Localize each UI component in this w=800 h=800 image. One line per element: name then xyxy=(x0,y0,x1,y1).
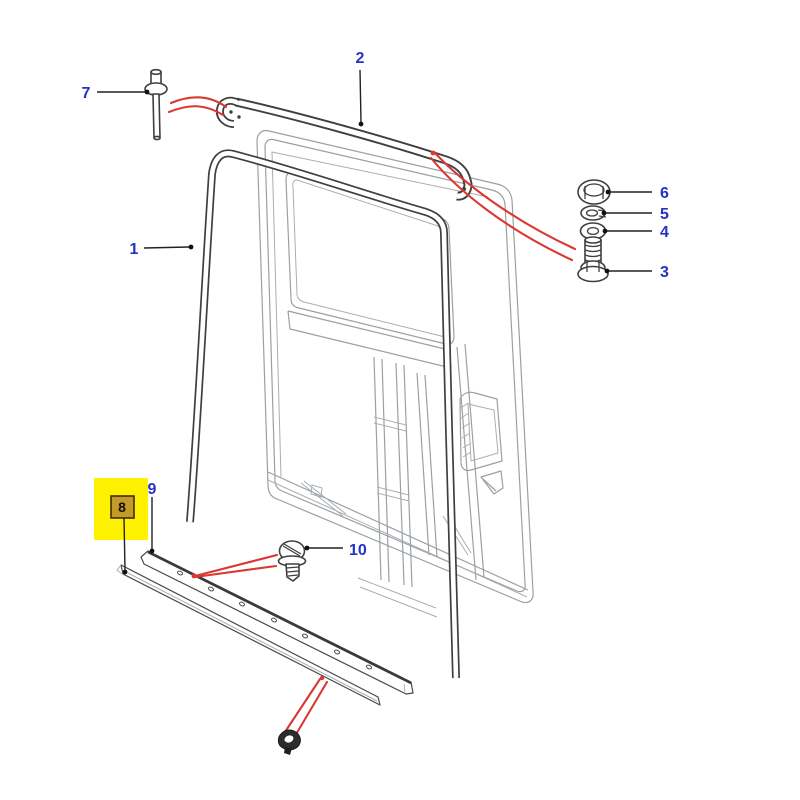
rail-mount-hole xyxy=(229,110,233,114)
highlight-swatch-box xyxy=(110,495,135,519)
callout-6-label[interactable]: 6 xyxy=(660,185,669,202)
red-pointer-lines xyxy=(167,96,577,262)
callout-4-label[interactable]: 4 xyxy=(660,224,669,241)
seal-channel-part-1 xyxy=(186,149,460,679)
callout-1-label[interactable]: 1 xyxy=(130,241,139,258)
red-pointer-lines-bottom xyxy=(191,553,329,738)
highlight-callout-8[interactable] xyxy=(94,478,148,540)
nut-part-6 xyxy=(577,179,611,205)
callout-2-label[interactable]: 2 xyxy=(356,50,365,67)
sill-strip-part-8 xyxy=(116,564,381,706)
door-pocket-flap xyxy=(459,391,504,495)
callout-3-label[interactable]: 3 xyxy=(660,264,669,281)
callout-7-label[interactable]: 7 xyxy=(82,85,91,102)
sill-strip-part-9 xyxy=(140,550,414,695)
callout-8-label[interactable]: 8 xyxy=(118,499,126,515)
retaining-clip xyxy=(277,729,301,755)
screw-part-10 xyxy=(277,540,307,582)
callout-labels: 1 2 3 4 5 6 7 8 9 10 xyxy=(82,50,669,559)
leader-lines xyxy=(97,69,652,575)
top-rail-part-2 xyxy=(215,96,473,201)
bolt-part-3 xyxy=(577,236,609,283)
callout-10-label[interactable]: 10 xyxy=(349,542,367,559)
rail-mount-hole xyxy=(237,115,241,119)
stud-part-7 xyxy=(144,68,168,141)
callout-5-label[interactable]: 5 xyxy=(660,206,669,223)
callout-9-label[interactable]: 9 xyxy=(148,481,157,498)
